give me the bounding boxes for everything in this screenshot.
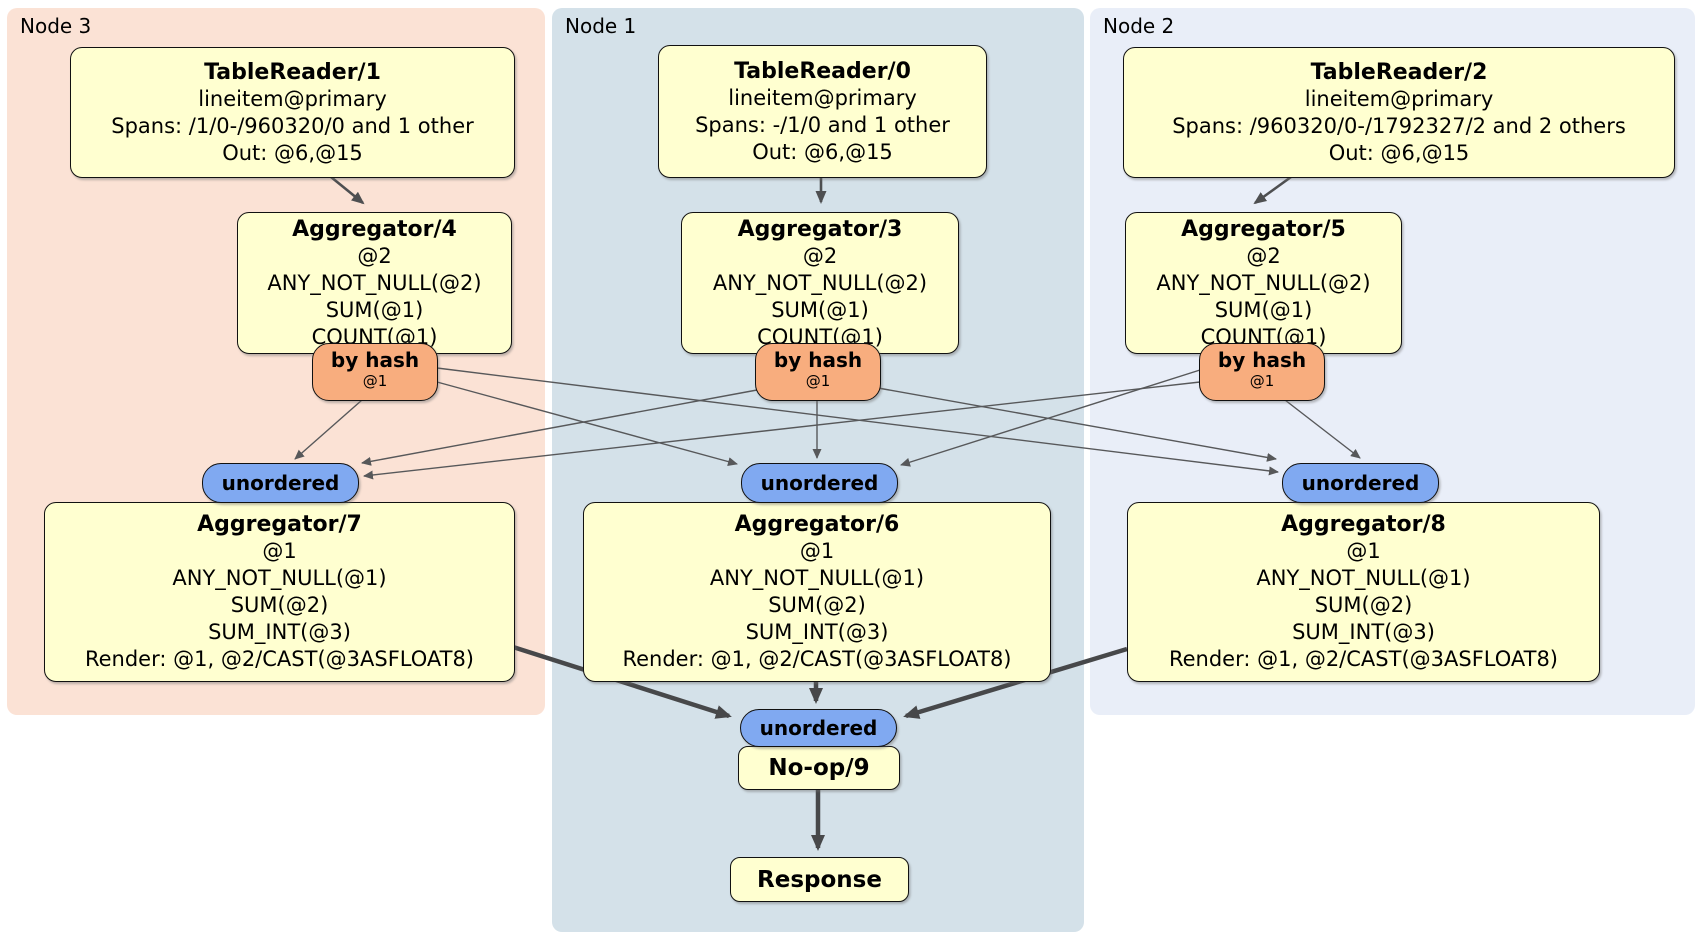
- node-detail-line: Spans: /1/0-/960320/0 and 1 other: [111, 113, 474, 138]
- node-detail-line: SUM(@2): [230, 593, 329, 617]
- node-title: No-op/9: [768, 755, 870, 781]
- node-aggregator-6: Aggregator/6 @1 ANY_NOT_NULL(@1) SUM(@2)…: [583, 502, 1051, 682]
- node-detail-line: SUM_INT(@3): [208, 620, 351, 644]
- edge-tablereader1-to-aggregator4: [330, 175, 365, 205]
- node-detail-line: SUM_INT(@3): [745, 620, 889, 644]
- router-by-hash-3: by hash @1: [755, 343, 881, 401]
- node-tablereader-2: TableReader/2 lineitem@primary Spans: /9…: [1123, 47, 1675, 178]
- node-detail-line: Render: @1, @2/CAST(@3ASFLOAT8): [622, 647, 1012, 671]
- sync-unordered-6: unordered: [741, 463, 898, 503]
- node-tablereader-0: TableReader/0 lineitem@primary Spans: -/…: [658, 45, 987, 178]
- sync-label: unordered: [759, 716, 878, 740]
- node-detail-line: SUM(@1): [771, 297, 869, 322]
- node-detail-line: ANY_NOT_NULL(@1): [709, 566, 925, 590]
- node-detail-line: ANY_NOT_NULL(@2): [712, 270, 928, 295]
- router-key: @1: [805, 372, 831, 390]
- node-aggregator-7: Aggregator/7 @1 ANY_NOT_NULL(@1) SUM(@2)…: [44, 502, 515, 682]
- sync-unordered-final: unordered: [740, 709, 897, 747]
- router-label: by hash: [330, 348, 420, 372]
- node-detail-line: lineitem@primary: [1304, 86, 1494, 111]
- edge-byhash4-to-unordered7: [294, 399, 363, 460]
- node-title: TableReader/1: [204, 59, 381, 85]
- panel-node1-label: Node 1: [565, 14, 637, 38]
- node-title: Aggregator/3: [737, 216, 903, 242]
- node-response: Response: [730, 857, 909, 902]
- node-detail-line: SUM(@2): [768, 593, 866, 617]
- sync-label: unordered: [760, 471, 879, 495]
- node-detail-line: @1: [262, 539, 297, 563]
- node-detail-line: Out: @6,@15: [222, 140, 363, 165]
- node-title: Response: [757, 866, 882, 893]
- edge-byhash5-to-unordered6: [900, 369, 1201, 467]
- node-detail-line: Spans: -/1/0 and 1 other: [695, 112, 950, 137]
- edge-byhash3-to-unordered8: [877, 387, 1277, 462]
- node-aggregator-3: Aggregator/3 @2 ANY_NOT_NULL(@2) SUM(@1)…: [681, 212, 959, 354]
- node-aggregator-8: Aggregator/8 @1 ANY_NOT_NULL(@1) SUM(@2)…: [1127, 502, 1600, 682]
- node-noop-9: No-op/9: [738, 746, 900, 790]
- sync-label: unordered: [1301, 471, 1420, 495]
- edge-byhash5-to-unordered8: [1284, 399, 1361, 459]
- router-label: by hash: [1217, 348, 1307, 372]
- node-detail-line: Render: @1, @2/CAST(@3ASFLOAT8): [1168, 647, 1559, 671]
- node-detail-line: @1: [1346, 539, 1381, 563]
- node-title: TableReader/2: [1310, 59, 1488, 85]
- router-by-hash-5: by hash @1: [1199, 343, 1325, 401]
- panel-node2-label: Node 2: [1103, 14, 1175, 38]
- node-detail-line: SUM_INT(@3): [1292, 620, 1435, 644]
- node-detail-line: Render: @1, @2/CAST(@3ASFLOAT8): [84, 647, 475, 671]
- router-label: by hash: [773, 348, 863, 372]
- node-detail-line: Out: @6,@15: [752, 139, 893, 164]
- sync-unordered-8: unordered: [1282, 463, 1439, 503]
- router-key: @1: [1249, 372, 1275, 390]
- node-aggregator-5: Aggregator/5 @2 ANY_NOT_NULL(@2) SUM(@1)…: [1125, 212, 1402, 354]
- sync-unordered-7: unordered: [202, 463, 359, 503]
- node-detail-line: Spans: /960320/0-/1792327/2 and 2 others: [1172, 113, 1626, 138]
- node-detail-line: ANY_NOT_NULL(@1): [1256, 566, 1471, 590]
- node-title: Aggregator/5: [1181, 216, 1346, 242]
- node-detail-line: SUM(@1): [325, 297, 424, 322]
- node-detail-line: @2: [1246, 243, 1281, 268]
- node-detail-line: ANY_NOT_NULL(@1): [172, 566, 387, 590]
- node-aggregator-4: Aggregator/4 @2 ANY_NOT_NULL(@2) SUM(@1)…: [237, 212, 512, 354]
- edge-byhash3-to-unordered7: [361, 389, 758, 466]
- node-title: Aggregator/8: [1281, 512, 1446, 537]
- node-detail-line: lineitem@primary: [728, 85, 917, 110]
- node-detail-line: ANY_NOT_NULL(@2): [1156, 270, 1371, 295]
- node-detail-line: Out: @6,@15: [1328, 140, 1470, 165]
- router-key: @1: [362, 372, 388, 390]
- router-by-hash-4: by hash @1: [312, 343, 438, 401]
- edge-byhash5-to-unordered7: [363, 381, 1201, 480]
- node-detail-line: lineitem@primary: [198, 86, 387, 111]
- panel-node3-label: Node 3: [20, 14, 92, 38]
- node-title: Aggregator/4: [292, 216, 457, 242]
- sync-label: unordered: [221, 471, 340, 495]
- edge-byhash4-to-unordered6: [436, 381, 738, 466]
- node-detail-line: @1: [799, 539, 835, 563]
- node-detail-line: ANY_NOT_NULL(@2): [267, 270, 482, 295]
- node-detail-line: SUM(@1): [1214, 297, 1313, 322]
- node-title: TableReader/0: [734, 58, 911, 84]
- node-detail-line: @2: [357, 243, 392, 268]
- node-title: Aggregator/7: [197, 512, 362, 537]
- node-title: Aggregator/6: [734, 512, 900, 537]
- edge-tablereader2-to-aggregator5: [1253, 175, 1292, 205]
- node-tablereader-1: TableReader/1 lineitem@primary Spans: /1…: [70, 47, 515, 178]
- node-detail-line: @2: [802, 243, 838, 268]
- node-detail-line: SUM(@2): [1314, 593, 1413, 617]
- edge-aggregator8-to-unordered-final: [903, 646, 1128, 719]
